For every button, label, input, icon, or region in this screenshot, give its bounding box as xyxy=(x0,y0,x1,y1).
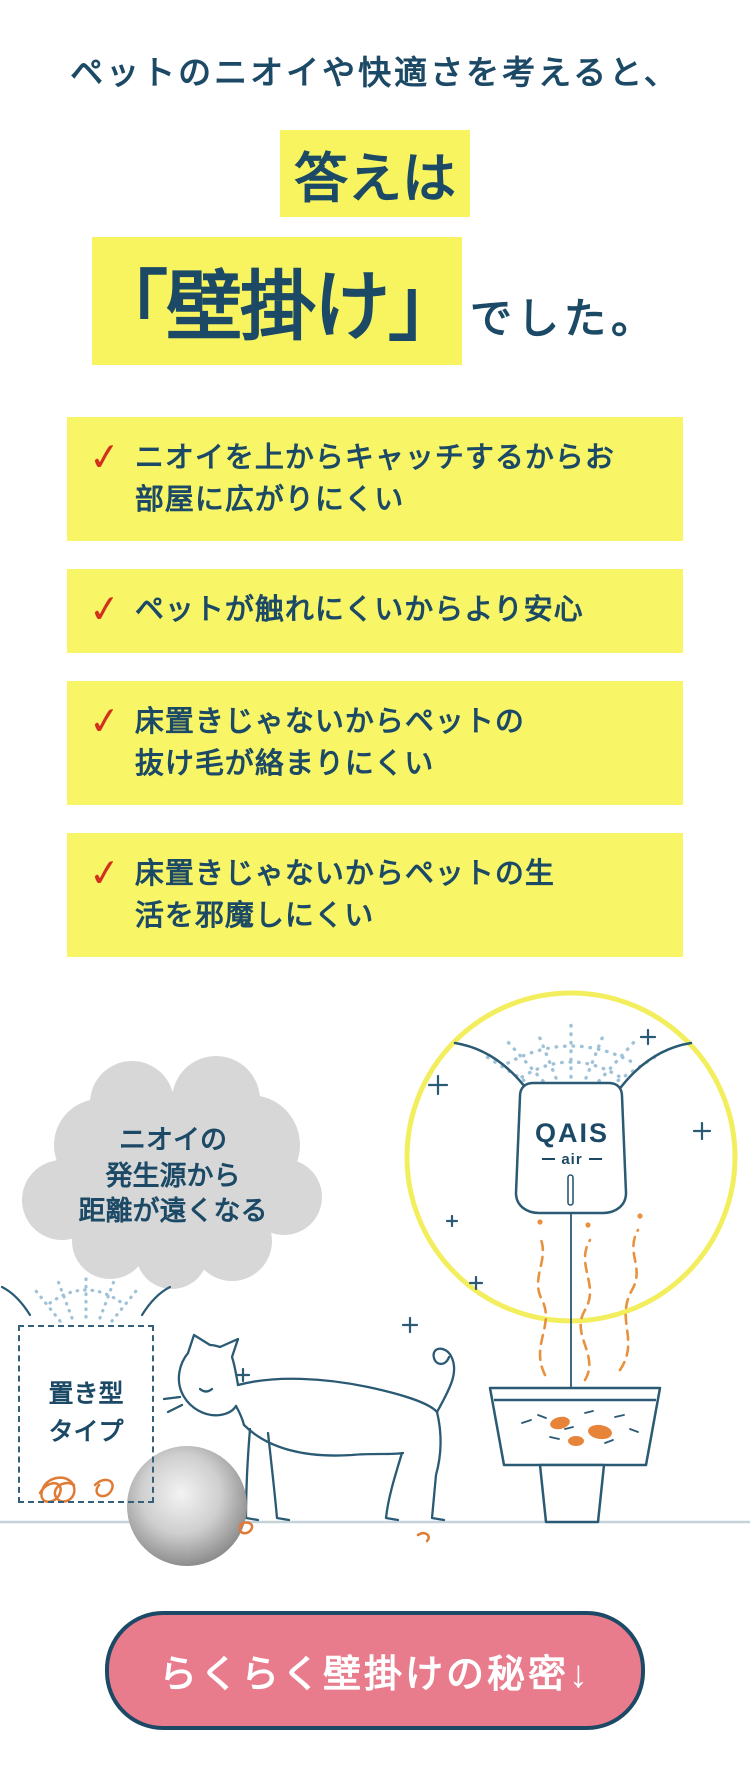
cloud-bubble xyxy=(22,1055,322,1289)
checklist-item-text: 床置きじゃないからペットの 抜け毛が絡まりにくい xyxy=(134,705,525,780)
wall-mount-secret-button[interactable]: らくらく壁掛けの秘密↓ xyxy=(105,1610,645,1730)
fur-scribbles xyxy=(38,1476,430,1543)
answer-label-row: 答えは xyxy=(0,130,750,217)
dust-ball xyxy=(127,1445,247,1566)
device-spray-dots xyxy=(482,1023,660,1087)
answer-suffix: でした。 xyxy=(469,295,658,342)
floor-type-label: 置き型 タイプ xyxy=(48,1380,124,1446)
checklist-item-text: ペットが触れにくいからより安心 xyxy=(134,594,584,627)
intro-line: ペットのニオイや快適さを考えると、 xyxy=(70,54,680,91)
device-label: QAIS air xyxy=(523,1118,621,1168)
odor-squiggles xyxy=(536,1228,640,1382)
device-outlet-slit xyxy=(567,1174,574,1206)
checklist-item-text: 床置きじゃないからペットの生 活を邪魔しにくい xyxy=(134,857,555,932)
answer-main-row: 「壁掛け」でした。 xyxy=(0,237,750,365)
illustration: ニオイの 発生源から 距離が遠くなる 置き型 タイプ QAIS air xyxy=(0,985,750,1585)
answer-main: 「壁掛け」 xyxy=(91,237,464,365)
checklist-item-text: ニオイを上からキャッチするからお 部屋に広がりにくい xyxy=(134,442,615,517)
checklist-item: ✓ ペットが触れにくいからより安心 xyxy=(67,569,683,653)
illustration-svg xyxy=(0,990,750,1566)
checklist-item: ✓ 床置きじゃないからペットの 抜け毛が絡まりにくい xyxy=(67,680,683,805)
floor-type-antenna-lines xyxy=(0,1285,172,1317)
device-sub-line-left xyxy=(542,1158,556,1161)
litter-scatter xyxy=(521,1410,639,1444)
cta-section: らくらく壁掛けの秘密↓ xyxy=(0,1610,750,1730)
litter-box xyxy=(488,1386,662,1524)
device-antenna-lines xyxy=(453,1041,693,1093)
checklist-item: ✓ 床置きじゃないからペットの生 活を邪魔しにくい xyxy=(67,832,683,957)
cloud-text: ニオイの 発生源から 距離が遠くなる xyxy=(78,1124,268,1227)
sparkle-icons xyxy=(235,1028,712,1383)
header: ペットのニオイや快適さを考えると、 答えは 「壁掛け」でした。 xyxy=(0,46,750,365)
device-sub-line-right xyxy=(588,1158,602,1161)
qais-device xyxy=(514,1081,628,1215)
device-brand: QAIS xyxy=(534,1117,609,1148)
floor-type-box: 置き型 タイプ xyxy=(18,1324,154,1503)
device-sub-row: air xyxy=(523,1151,621,1168)
check-icon: ✓ xyxy=(86,851,123,897)
check-icon: ✓ xyxy=(86,435,123,481)
checklist-item: ✓ ニオイを上からキャッチするからお 部屋に広がりにくい xyxy=(67,417,683,542)
check-icon: ✓ xyxy=(86,699,123,745)
checklist: ✓ ニオイを上からキャッチするからお 部屋に広がりにくい ✓ ペットが触れにくい… xyxy=(67,417,683,957)
device-sub-text: air xyxy=(561,1150,583,1168)
litter-clumps xyxy=(550,1416,612,1446)
floor-type-spray-dots xyxy=(34,1275,138,1323)
answer-label: 答えは xyxy=(280,130,470,217)
check-icon: ✓ xyxy=(86,587,123,633)
